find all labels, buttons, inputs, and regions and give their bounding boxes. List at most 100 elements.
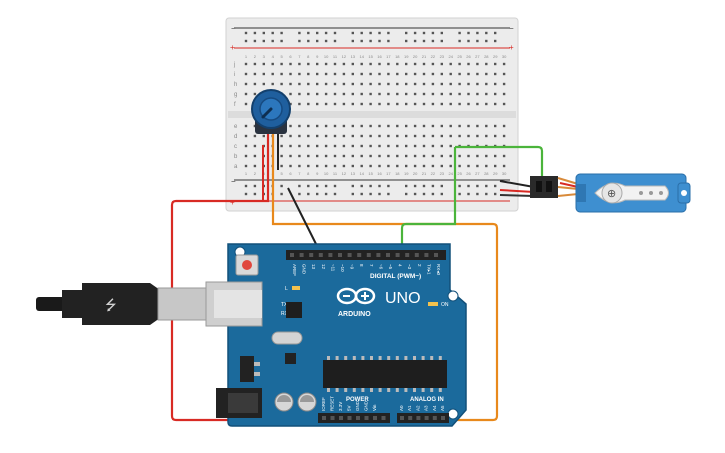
breadboard-hole[interactable] bbox=[316, 102, 319, 106]
breadboard-hole[interactable] bbox=[351, 134, 354, 138]
breadboard-hole[interactable] bbox=[289, 154, 292, 158]
breadboard-hole[interactable] bbox=[298, 124, 301, 128]
breadboard-hole[interactable] bbox=[378, 134, 381, 138]
rail-hole[interactable] bbox=[307, 39, 310, 43]
breadboard-hole[interactable] bbox=[342, 92, 346, 96]
breadboard-hole[interactable] bbox=[458, 82, 461, 86]
rail-hole[interactable] bbox=[307, 184, 310, 188]
breadboard-hole[interactable] bbox=[378, 62, 381, 66]
breadboard-hole[interactable] bbox=[413, 144, 417, 148]
breadboard-hole[interactable] bbox=[485, 124, 488, 128]
breadboard-hole[interactable] bbox=[458, 134, 461, 138]
rail-hole[interactable] bbox=[387, 31, 390, 35]
rail-hole[interactable] bbox=[280, 192, 283, 196]
rail-hole[interactable] bbox=[280, 184, 283, 188]
rail-hole[interactable] bbox=[253, 39, 257, 43]
breadboard-hole[interactable] bbox=[396, 102, 399, 106]
breadboard-hole[interactable] bbox=[396, 144, 399, 148]
breadboard-hole[interactable] bbox=[298, 62, 301, 66]
rail-hole[interactable] bbox=[271, 39, 274, 43]
breadboard-hole[interactable] bbox=[244, 62, 248, 66]
rail-hole[interactable] bbox=[387, 39, 390, 43]
breadboard-hole[interactable] bbox=[351, 124, 354, 128]
breadboard-hole[interactable] bbox=[369, 164, 372, 168]
rail-hole[interactable] bbox=[369, 31, 372, 35]
breadboard-hole[interactable] bbox=[458, 102, 461, 106]
breadboard-hole[interactable] bbox=[387, 62, 390, 66]
breadboard-hole[interactable] bbox=[333, 164, 337, 168]
breadboard-hole[interactable] bbox=[289, 134, 292, 138]
wire-orange-a0[interactable] bbox=[271, 133, 499, 422]
breadboard-hole[interactable] bbox=[369, 154, 372, 158]
breadboard-hole[interactable] bbox=[502, 154, 506, 158]
breadboard-hole[interactable] bbox=[369, 144, 372, 148]
breadboard-hole[interactable] bbox=[449, 154, 452, 158]
breadboard-hole[interactable] bbox=[396, 164, 399, 168]
breadboard-hole[interactable] bbox=[360, 144, 363, 148]
breadboard-hole[interactable] bbox=[476, 154, 479, 158]
breadboard-hole[interactable] bbox=[333, 82, 337, 86]
rail-hole[interactable] bbox=[413, 39, 417, 43]
breadboard-hole[interactable] bbox=[351, 72, 354, 76]
breadboard-hole[interactable] bbox=[307, 144, 310, 148]
breadboard-hole[interactable] bbox=[458, 124, 461, 128]
breadboard-hole[interactable] bbox=[307, 134, 310, 138]
breadboard-hole[interactable] bbox=[431, 72, 435, 76]
breadboard-hole[interactable] bbox=[280, 154, 283, 158]
rail-hole[interactable] bbox=[244, 39, 248, 43]
breadboard-hole[interactable] bbox=[378, 154, 381, 158]
breadboard-hole[interactable] bbox=[413, 82, 417, 86]
breadboard-hole[interactable] bbox=[262, 134, 265, 138]
rail-hole[interactable] bbox=[316, 39, 319, 43]
rail-hole[interactable] bbox=[351, 184, 354, 188]
breadboard-hole[interactable] bbox=[342, 72, 346, 76]
breadboard-hole[interactable] bbox=[324, 124, 328, 128]
rail-hole[interactable] bbox=[324, 192, 328, 196]
breadboard-hole[interactable] bbox=[307, 92, 310, 96]
breadboard-hole[interactable] bbox=[476, 72, 479, 76]
breadboard-hole[interactable] bbox=[324, 92, 328, 96]
rail-hole[interactable] bbox=[333, 39, 337, 43]
breadboard-hole[interactable] bbox=[413, 62, 417, 66]
breadboard-hole[interactable] bbox=[316, 124, 319, 128]
breadboard-hole[interactable] bbox=[405, 154, 408, 158]
breadboard-hole[interactable] bbox=[342, 134, 346, 138]
rail-hole[interactable] bbox=[360, 31, 363, 35]
rail-hole[interactable] bbox=[262, 39, 265, 43]
breadboard-hole[interactable] bbox=[422, 134, 426, 138]
rail-hole[interactable] bbox=[431, 31, 435, 35]
rail-hole[interactable] bbox=[360, 192, 363, 196]
breadboard-hole[interactable] bbox=[467, 154, 470, 158]
breadboard-hole[interactable] bbox=[324, 62, 328, 66]
rail-hole[interactable] bbox=[351, 39, 354, 43]
breadboard-hole[interactable] bbox=[440, 62, 443, 66]
breadboard-hole[interactable] bbox=[440, 124, 443, 128]
wire-servo-black[interactable] bbox=[499, 180, 535, 188]
breadboard-hole[interactable] bbox=[244, 134, 248, 138]
breadboard-hole[interactable] bbox=[298, 72, 301, 76]
breadboard-hole[interactable] bbox=[440, 102, 443, 106]
breadboard-hole[interactable] bbox=[351, 154, 354, 158]
breadboard-hole[interactable] bbox=[289, 92, 292, 96]
rail-hole[interactable] bbox=[271, 31, 274, 35]
wires[interactable] bbox=[170, 133, 544, 422]
breadboard-hole[interactable] bbox=[289, 62, 292, 66]
breadboard-hole[interactable] bbox=[378, 72, 381, 76]
breadboard-hole[interactable] bbox=[351, 62, 354, 66]
breadboard-hole[interactable] bbox=[280, 72, 283, 76]
breadboard-hole[interactable] bbox=[342, 62, 346, 66]
breadboard-hole[interactable] bbox=[324, 72, 328, 76]
rail-hole[interactable] bbox=[324, 184, 328, 188]
rail-hole[interactable] bbox=[431, 39, 435, 43]
breadboard-hole[interactable] bbox=[289, 82, 292, 86]
breadboard-hole[interactable] bbox=[413, 124, 417, 128]
breadboard-hole[interactable] bbox=[413, 92, 417, 96]
breadboard-hole[interactable] bbox=[316, 144, 319, 148]
breadboard-hole[interactable] bbox=[422, 92, 426, 96]
breadboard-hole[interactable] bbox=[494, 92, 497, 96]
wire-red-5v[interactable] bbox=[170, 133, 372, 422]
breadboard-hole[interactable] bbox=[431, 92, 435, 96]
breadboard-hole[interactable] bbox=[502, 134, 506, 138]
breadboard-hole[interactable] bbox=[360, 102, 363, 106]
